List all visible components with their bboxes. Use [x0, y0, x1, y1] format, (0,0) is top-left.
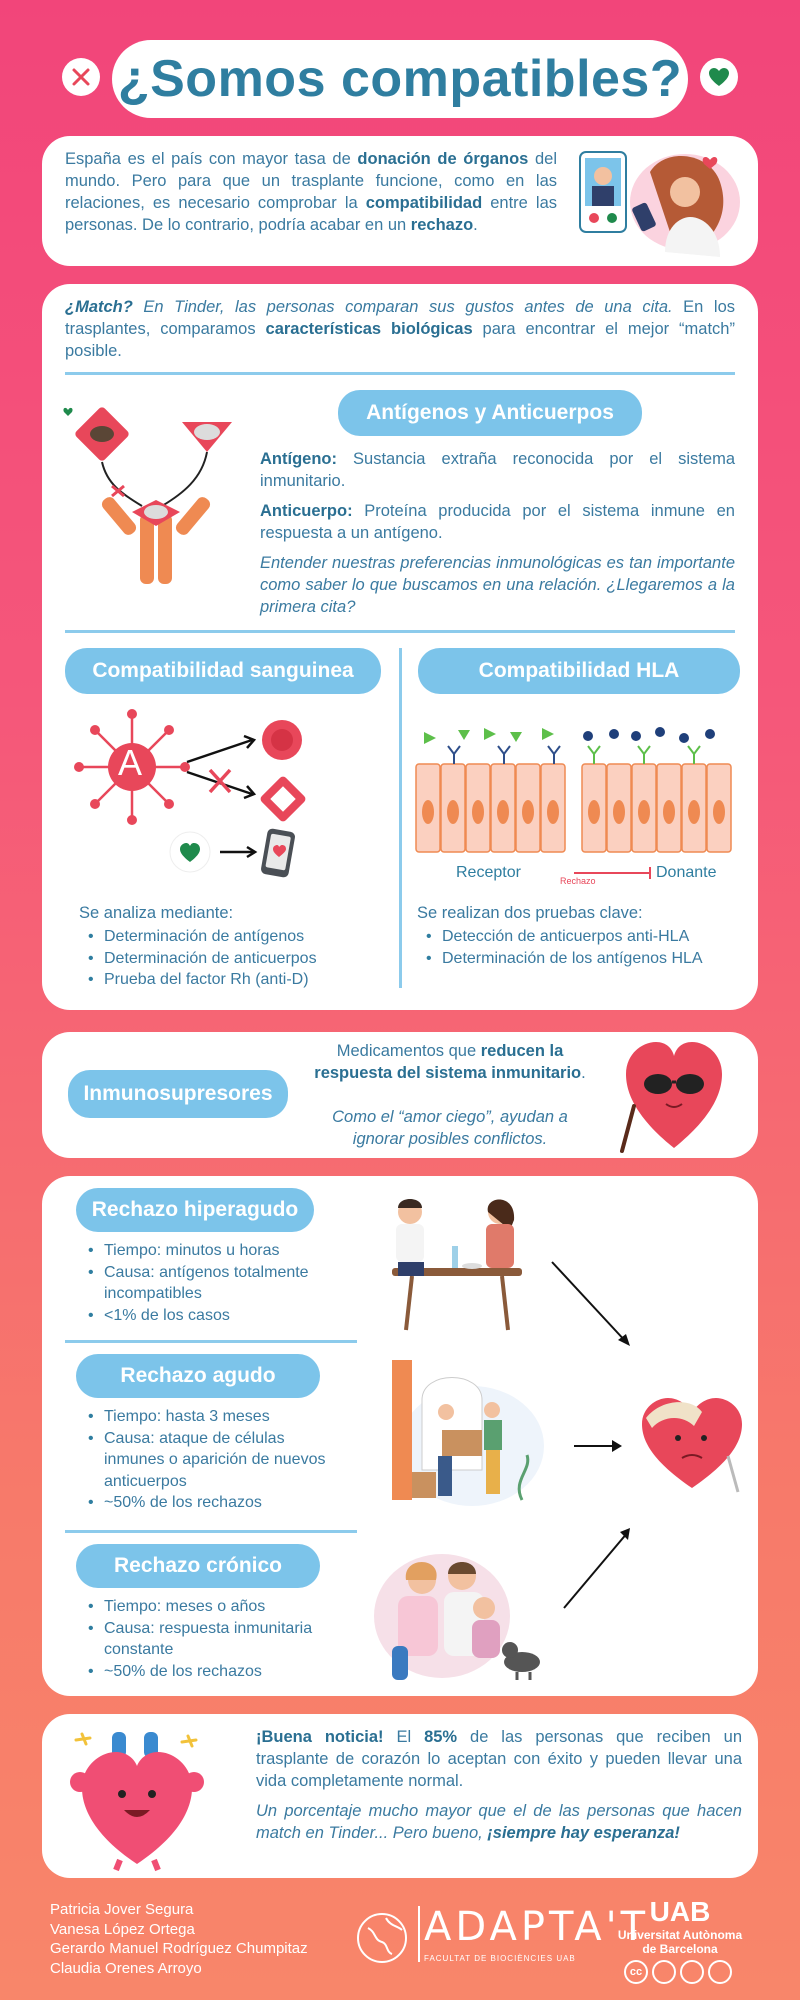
good-news-text: ¡Buena noticia! El 85% de las personas q… — [256, 1728, 742, 1790]
like-circle[interactable] — [700, 58, 738, 96]
tinder-illustration — [579, 151, 740, 257]
divider-vertical — [399, 648, 402, 988]
immuno-text: Medicamentos que reducen la respuesta de… — [314, 1042, 586, 1082]
uab-logo: UAB Universitat Autònoma de Barcelona — [610, 1896, 750, 1956]
rejection-pill: Rechazo agudo — [76, 1354, 320, 1398]
divider — [65, 372, 735, 375]
good-news-italic: Un porcentaje mucho mayor que el de las … — [256, 1802, 742, 1842]
moving-out-illustration — [392, 1360, 544, 1506]
nd-icon — [708, 1960, 732, 1984]
intro-card: España es el país con mayor tasa de dona… — [42, 136, 758, 266]
dinner-date-illustration — [392, 1199, 522, 1331]
rejection-pill: Rechazo hiperagudo — [76, 1188, 314, 1232]
page-title: ¿Somos compatibles? — [112, 40, 688, 118]
faculty-label: FACULTAT DE BIOCIÈNCIES UAB — [424, 1954, 576, 1963]
list-item: Tiempo: meses o años — [82, 1596, 338, 1618]
receptor-label: Receptor — [456, 864, 521, 881]
blood-pill: Compatibilidad sanguinea — [65, 648, 381, 694]
nc-icon — [680, 1960, 704, 1984]
rejection-arrows — [551, 1261, 742, 1609]
antigens-pill: Antígenos y Anticuerpos — [338, 390, 642, 436]
family-illustration — [374, 1554, 540, 1680]
list-item: Tiempo: minutos u horas — [82, 1240, 332, 1262]
antibody-definition: Anticuerpo: Proteína producida por el si… — [260, 502, 735, 542]
authors-list: Patricia Jover Segura Vanesa López Orteg… — [50, 1900, 350, 1978]
list-item: Determinación de anticuerpos — [82, 948, 382, 970]
blood-intro: Se analiza mediante: — [79, 904, 234, 922]
hla-cells-diagram — [415, 727, 732, 879]
hla-list: Detección de anticuerpos anti-HLA Determ… — [420, 926, 740, 969]
list-item: Detección de anticuerpos anti-HLA — [420, 926, 740, 948]
list-item: Causa: ataque de células inmunes o apari… — [82, 1428, 338, 1493]
immunosuppressants-card: Inmunosupresores Medicamentos que reduce… — [42, 1032, 758, 1158]
creative-commons-badge: cc — [624, 1960, 732, 1984]
blind-heart-illustration — [620, 1042, 722, 1153]
rejection-pill: Rechazo crónico — [76, 1544, 320, 1588]
uab-subtitle: de Barcelona — [642, 1942, 718, 1956]
author: Claudia Orenes Arroyo — [50, 1959, 202, 1977]
close-circle[interactable] — [62, 58, 100, 96]
antigens-italic: Entender nuestras preferencias inmunológ… — [260, 554, 735, 616]
list-item: Determinación de los antígenos HLA — [420, 948, 740, 970]
author: Gerardo Manuel Rodríguez Chumpitaz — [50, 1940, 308, 1957]
uab-subtitle: Universitat Autònoma — [617, 1928, 743, 1942]
list-item: ~50% de los rechazos — [82, 1492, 338, 1514]
intro-text: España es el país con mayor tasa de dona… — [65, 150, 558, 234]
list-item: Causa: antígenos totalmente incompatible… — [82, 1262, 332, 1305]
hla-pill: Compatibilidad HLA — [418, 648, 740, 694]
cc-icon: cc — [624, 1960, 648, 1984]
rejection-list: Tiempo: minutos u horas Causa: antígenos… — [82, 1240, 332, 1326]
list-item: ~50% de los rechazos — [82, 1661, 338, 1683]
adaptat-globe-logo — [357, 1913, 407, 1963]
by-icon — [652, 1960, 676, 1984]
uab-wordmark: UAB — [649, 1896, 711, 1927]
strong-heart-illustration — [70, 1732, 204, 1872]
rejection-label: Rechazo — [560, 876, 596, 886]
list-item: Determinación de antígenos — [82, 926, 382, 948]
rejections-card: Rechazo hiperagudo Tiempo: minutos u hor… — [42, 1176, 758, 1696]
immuno-italic: Como el “amor ciego”, ayudan a ignorar p… — [332, 1108, 568, 1148]
rejection-list: Tiempo: hasta 3 meses Causa: ataque de c… — [82, 1406, 338, 1514]
antigen-definition: Antígeno: Sustancia extraña reconocida p… — [260, 450, 735, 490]
divider — [65, 630, 735, 633]
blood-compatibility-diagram — [74, 709, 306, 878]
author: Patricia Jover Segura — [50, 1901, 194, 1918]
list-item: Causa: respuesta inmunitaria constante — [82, 1618, 338, 1661]
adaptat-logo: ADAPTA'T — [424, 1904, 650, 1950]
list-item: <1% de los casos — [82, 1305, 332, 1327]
list-item: Prueba del factor Rh (anti-D) — [82, 969, 382, 991]
match-text: ¿Match? En Tinder, las personas comparan… — [65, 298, 735, 360]
heart-icon — [709, 68, 729, 86]
divider — [65, 1340, 357, 1343]
good-news-card: ¡Buena noticia! El 85% de las personas q… — [42, 1714, 758, 1878]
donor-label: Donante — [656, 864, 717, 881]
compatibility-card: ¿Match? En Tinder, las personas comparan… — [42, 284, 758, 1010]
blood-group-letter: A — [118, 742, 143, 783]
blood-list: Determinación de antígenos Determinación… — [82, 926, 382, 991]
antibody-illustration — [63, 407, 232, 584]
list-item: Tiempo: hasta 3 meses — [82, 1406, 338, 1428]
rejection-list: Tiempo: meses o años Causa: respuesta in… — [82, 1596, 338, 1682]
author: Vanesa López Ortega — [50, 1920, 195, 1938]
divider — [65, 1530, 357, 1533]
logo-divider — [418, 1906, 420, 1962]
hla-intro: Se realizan dos pruebas clave: — [417, 904, 643, 922]
immunosuppressants-pill: Inmunosupresores — [68, 1070, 288, 1118]
close-icon — [72, 68, 90, 86]
